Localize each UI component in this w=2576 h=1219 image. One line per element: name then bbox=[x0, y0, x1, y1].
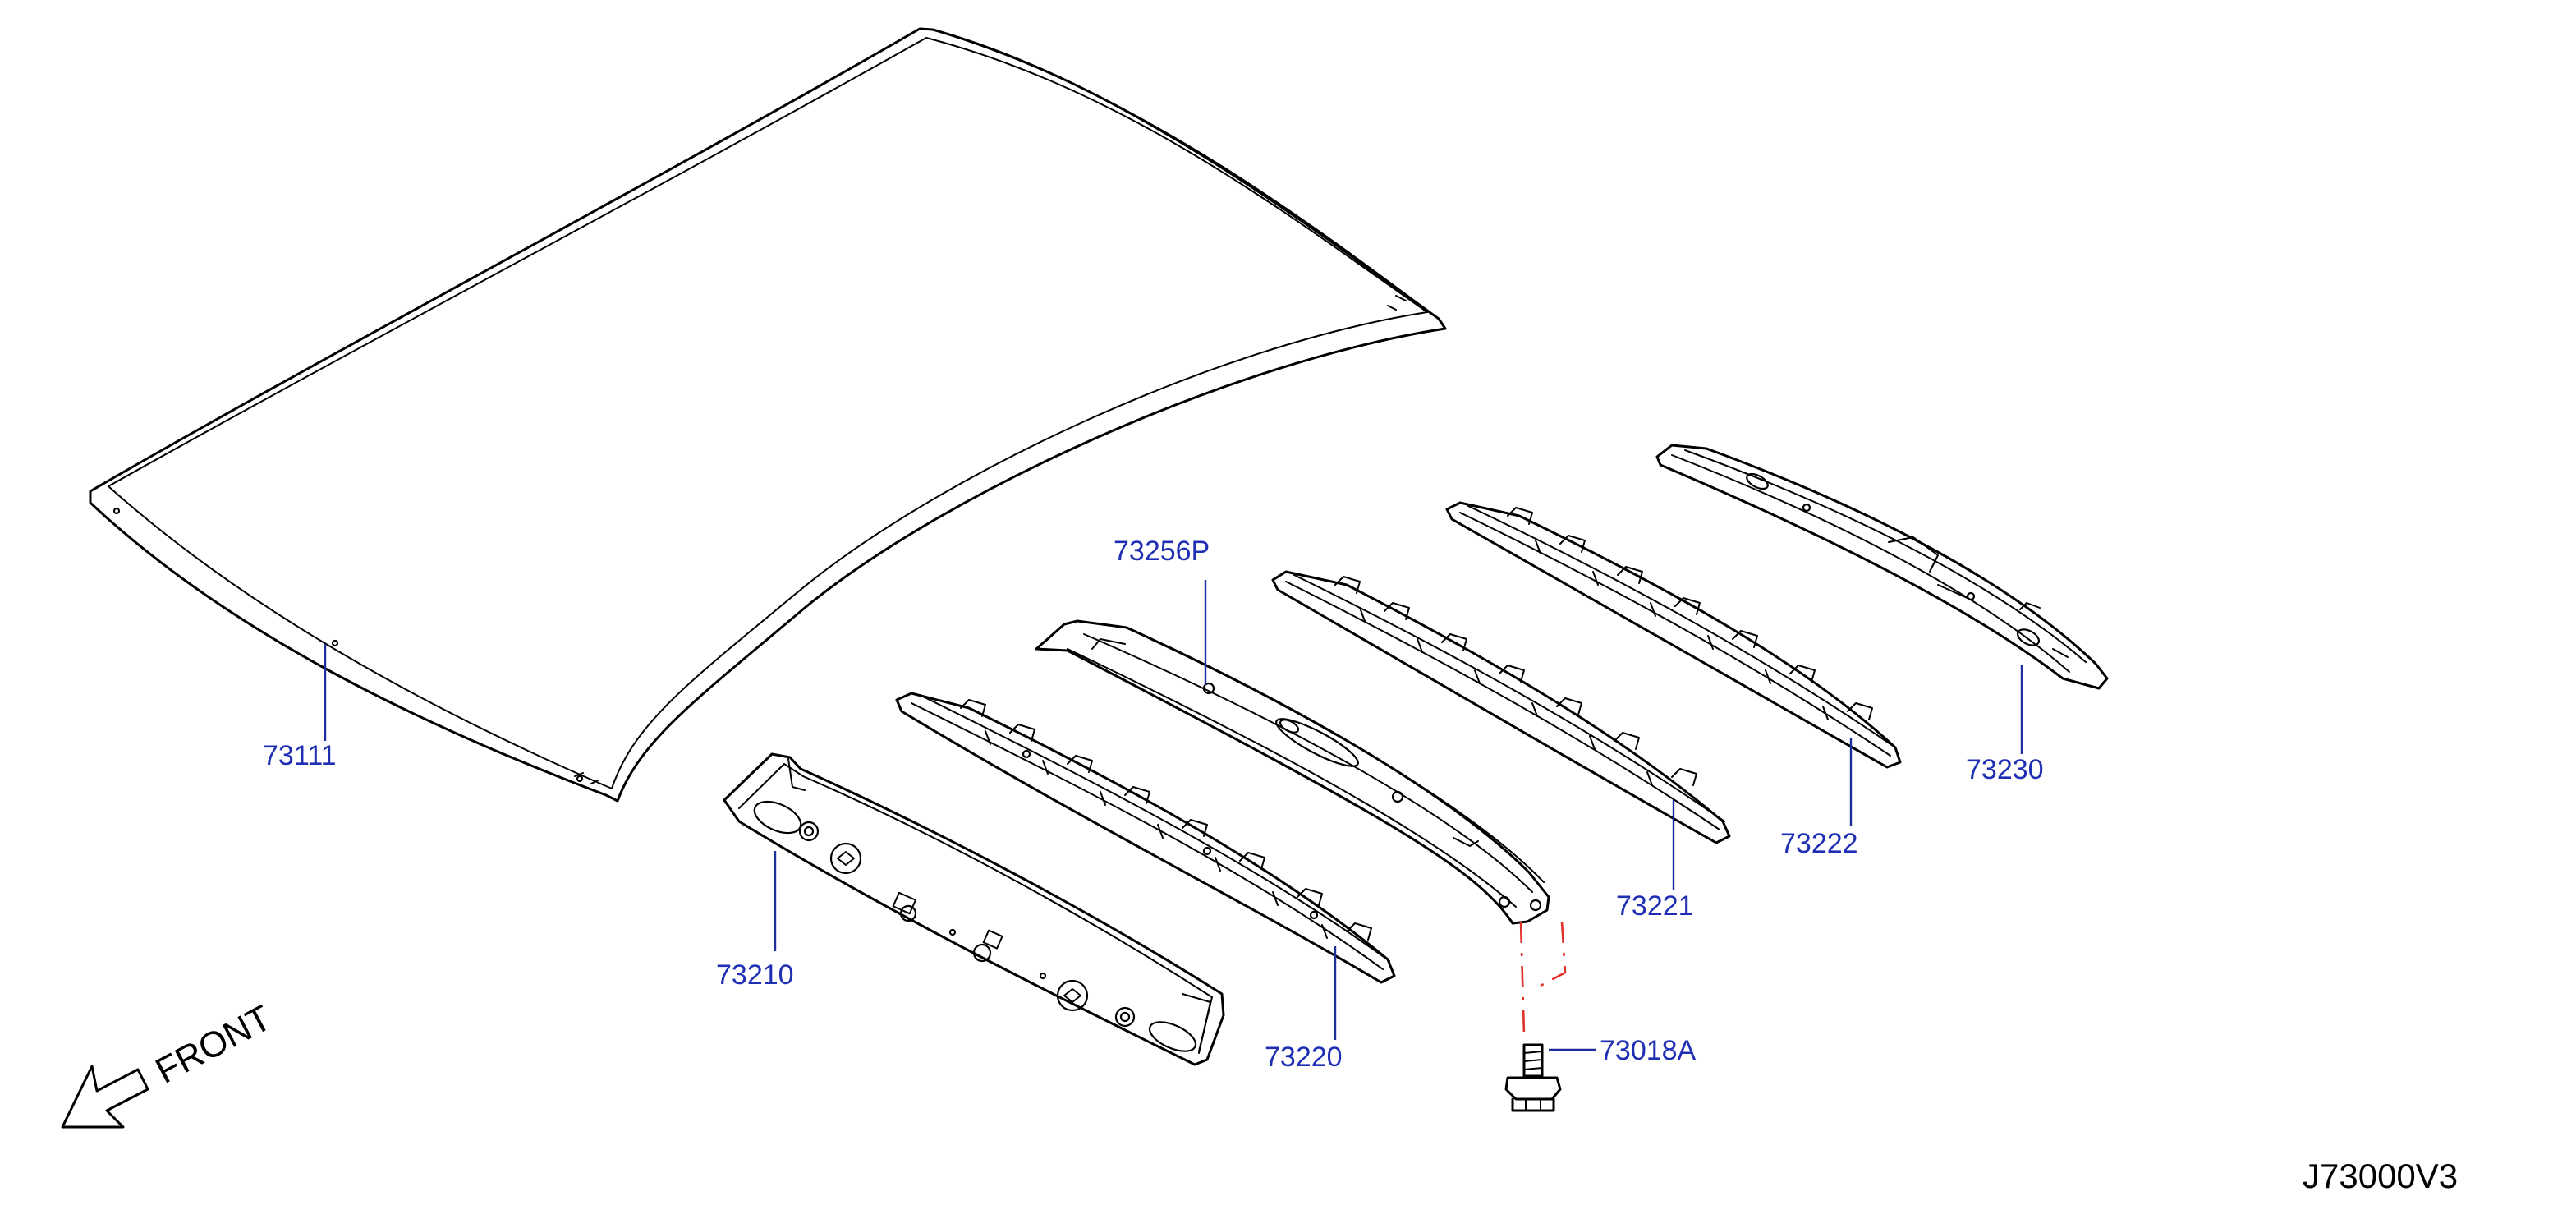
callout-73220: 73220 bbox=[1265, 1042, 1343, 1073]
callout-73111: 73111 bbox=[263, 740, 337, 771]
front-roof-rail-drawing bbox=[723, 752, 1225, 1066]
front-direction-indicator: FRONT bbox=[61, 997, 278, 1129]
diagram-id: J73000V3 bbox=[2303, 1157, 2458, 1195]
roof-bow-73220-drawing bbox=[895, 692, 1396, 984]
callout-73210: 73210 bbox=[716, 959, 794, 991]
callout-73256p: 73256P bbox=[1114, 536, 1210, 567]
callout-73230: 73230 bbox=[1966, 754, 2044, 785]
roof-bow-73222-drawing bbox=[1445, 501, 1902, 769]
callout-73221: 73221 bbox=[1616, 890, 1694, 922]
leader-lines bbox=[324, 580, 2023, 1051]
rear-roof-rail-drawing bbox=[1655, 444, 2109, 690]
roof-bow-73256p-drawing bbox=[1035, 619, 1550, 925]
front-label: FRONT bbox=[149, 997, 278, 1091]
callout-73018a: 73018A bbox=[1600, 1035, 1697, 1066]
roof-panel-drawing bbox=[89, 27, 1447, 803]
front-arrow-icon bbox=[61, 1065, 149, 1129]
bolt-73018a-drawing bbox=[1504, 921, 1567, 1112]
part-callouts: 73111 73210 73220 73256P 73221 73222 732… bbox=[263, 536, 2044, 1073]
callout-73222: 73222 bbox=[1780, 828, 1858, 859]
roof-bow-73221-drawing bbox=[1271, 570, 1731, 844]
